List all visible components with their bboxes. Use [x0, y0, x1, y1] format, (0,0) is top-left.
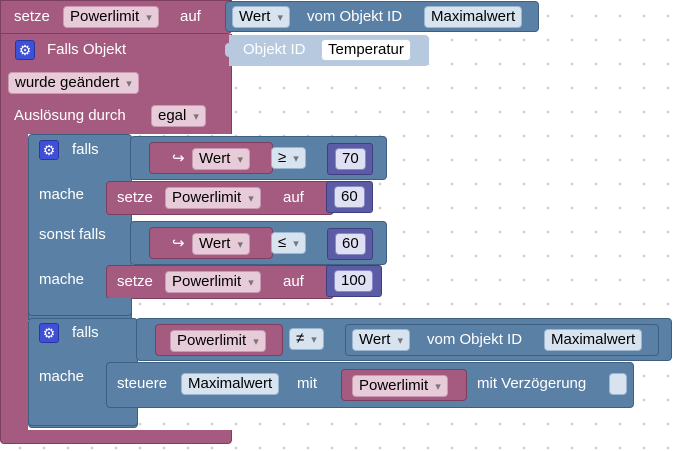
to-keyword: auf	[283, 189, 304, 206]
with-keyword: mit	[297, 375, 317, 392]
powerlimit-variable-block[interactable]: Powerlimit	[155, 324, 283, 356]
changed-dropdown[interactable]: wurde geändert	[8, 72, 139, 94]
value-variable-block[interactable]: ↪ Wert	[149, 227, 273, 259]
operator-dropdown[interactable]: ≥	[271, 147, 306, 169]
gear-icon[interactable]: ⚙	[39, 140, 59, 160]
number-field[interactable]: 60	[335, 233, 366, 255]
input-connector	[225, 43, 233, 57]
variable-dropdown-powerlimit[interactable]: Powerlimit	[165, 187, 261, 209]
do-keyword: mache	[39, 368, 85, 385]
set-keyword: setze	[117, 189, 153, 206]
variable-dropdown-powerlimit[interactable]: Powerlimit	[352, 375, 448, 397]
value-attribute-dropdown[interactable]: Wert	[232, 6, 290, 28]
object-id-field-temperatur[interactable]: Temperatur	[321, 39, 411, 61]
control-keyword: steuere	[117, 375, 168, 392]
set-keyword: setze	[14, 8, 50, 25]
object-id-field-maximalwert[interactable]: Maximalwert	[424, 6, 523, 28]
to-keyword: auf	[180, 8, 201, 25]
value-dropdown[interactable]: Wert	[192, 148, 250, 170]
value-attribute-dropdown[interactable]: Wert	[352, 329, 410, 351]
number-block[interactable]: 60	[326, 181, 373, 213]
object-id-keyword: vom Objekt ID	[307, 8, 403, 25]
number-field[interactable]: 70	[335, 148, 366, 170]
to-keyword: auf	[283, 273, 304, 290]
trigger-footer	[0, 430, 232, 444]
compare-block-1[interactable]: ↪ Wert ≥ 70	[130, 136, 387, 180]
set-powerlimit-block[interactable]: setze Powerlimit auf	[106, 181, 334, 215]
value-variable-block[interactable]: ↪ Wert	[149, 142, 273, 174]
compare-block-2[interactable]: ↪ Wert ≤ 60	[130, 221, 387, 265]
trigger-header[interactable]: ⚙ Falls Objekt wurde geändert Auslösung …	[0, 34, 232, 134]
set-keyword: setze	[117, 273, 153, 290]
variable-dropdown-powerlimit[interactable]: Powerlimit	[170, 330, 266, 352]
if-keyword: falls	[72, 141, 99, 158]
variable-dropdown-powerlimit[interactable]: Powerlimit	[63, 6, 159, 28]
arrow-icon: ↪	[172, 235, 185, 252]
set-powerlimit-block[interactable]: setze Powerlimit auf	[106, 265, 334, 299]
control-block[interactable]: steuere Maximalwert mit Powerlimit mit V…	[106, 362, 634, 408]
do-keyword: mache	[39, 186, 85, 203]
trigger-arm	[0, 133, 28, 433]
variable-dropdown-powerlimit[interactable]: Powerlimit	[165, 271, 261, 293]
value-dropdown[interactable]: Wert	[192, 233, 250, 255]
control-object-field[interactable]: Maximalwert	[181, 373, 280, 395]
delay-checkbox[interactable]	[609, 373, 627, 395]
number-block[interactable]: 60	[327, 228, 373, 260]
powerlimit-variable-block[interactable]: Powerlimit	[341, 369, 467, 401]
do-keyword: mache	[39, 271, 85, 288]
if-block-2-footer	[28, 408, 138, 426]
number-field[interactable]: 60	[334, 186, 365, 208]
set-powerlimit-block[interactable]: setze Powerlimit auf	[0, 0, 232, 34]
object-id-block[interactable]: Objekt ID Temperatur	[225, 35, 429, 66]
if-object-keyword: Falls Objekt	[47, 41, 127, 58]
delay-keyword: mit Verzögerung	[477, 375, 587, 392]
get-value-block[interactable]: Wert vom Objekt ID Maximalwert	[225, 1, 539, 32]
compare-block-3[interactable]: Powerlimit ≠ Wert vom Objekt ID Maximalw…	[136, 318, 672, 361]
else-if-keyword: sonst falls	[39, 226, 106, 243]
object-id-label: Objekt ID	[243, 41, 306, 58]
object-id-field-maximalwert[interactable]: Maximalwert	[544, 329, 643, 351]
if-block-1-footer	[28, 298, 132, 316]
arrow-icon: ↪	[172, 150, 185, 167]
gear-icon[interactable]: ⚙	[15, 40, 35, 60]
operator-dropdown[interactable]: ≠	[289, 328, 324, 350]
number-field[interactable]: 100	[334, 270, 374, 292]
gear-icon[interactable]: ⚙	[39, 323, 59, 343]
number-block[interactable]: 100	[326, 265, 382, 297]
triggered-by-dropdown[interactable]: egal	[151, 105, 206, 127]
number-block[interactable]: 70	[327, 143, 373, 175]
if-keyword: falls	[72, 324, 99, 341]
triggered-by-keyword: Auslösung durch	[14, 107, 126, 124]
if-block-1[interactable]: ⚙ falls mache sonst falls mache	[28, 134, 132, 320]
object-id-keyword: vom Objekt ID	[427, 331, 523, 348]
operator-dropdown[interactable]: ≤	[271, 232, 306, 254]
get-value-block[interactable]: Wert vom Objekt ID Maximalwert	[345, 324, 659, 356]
